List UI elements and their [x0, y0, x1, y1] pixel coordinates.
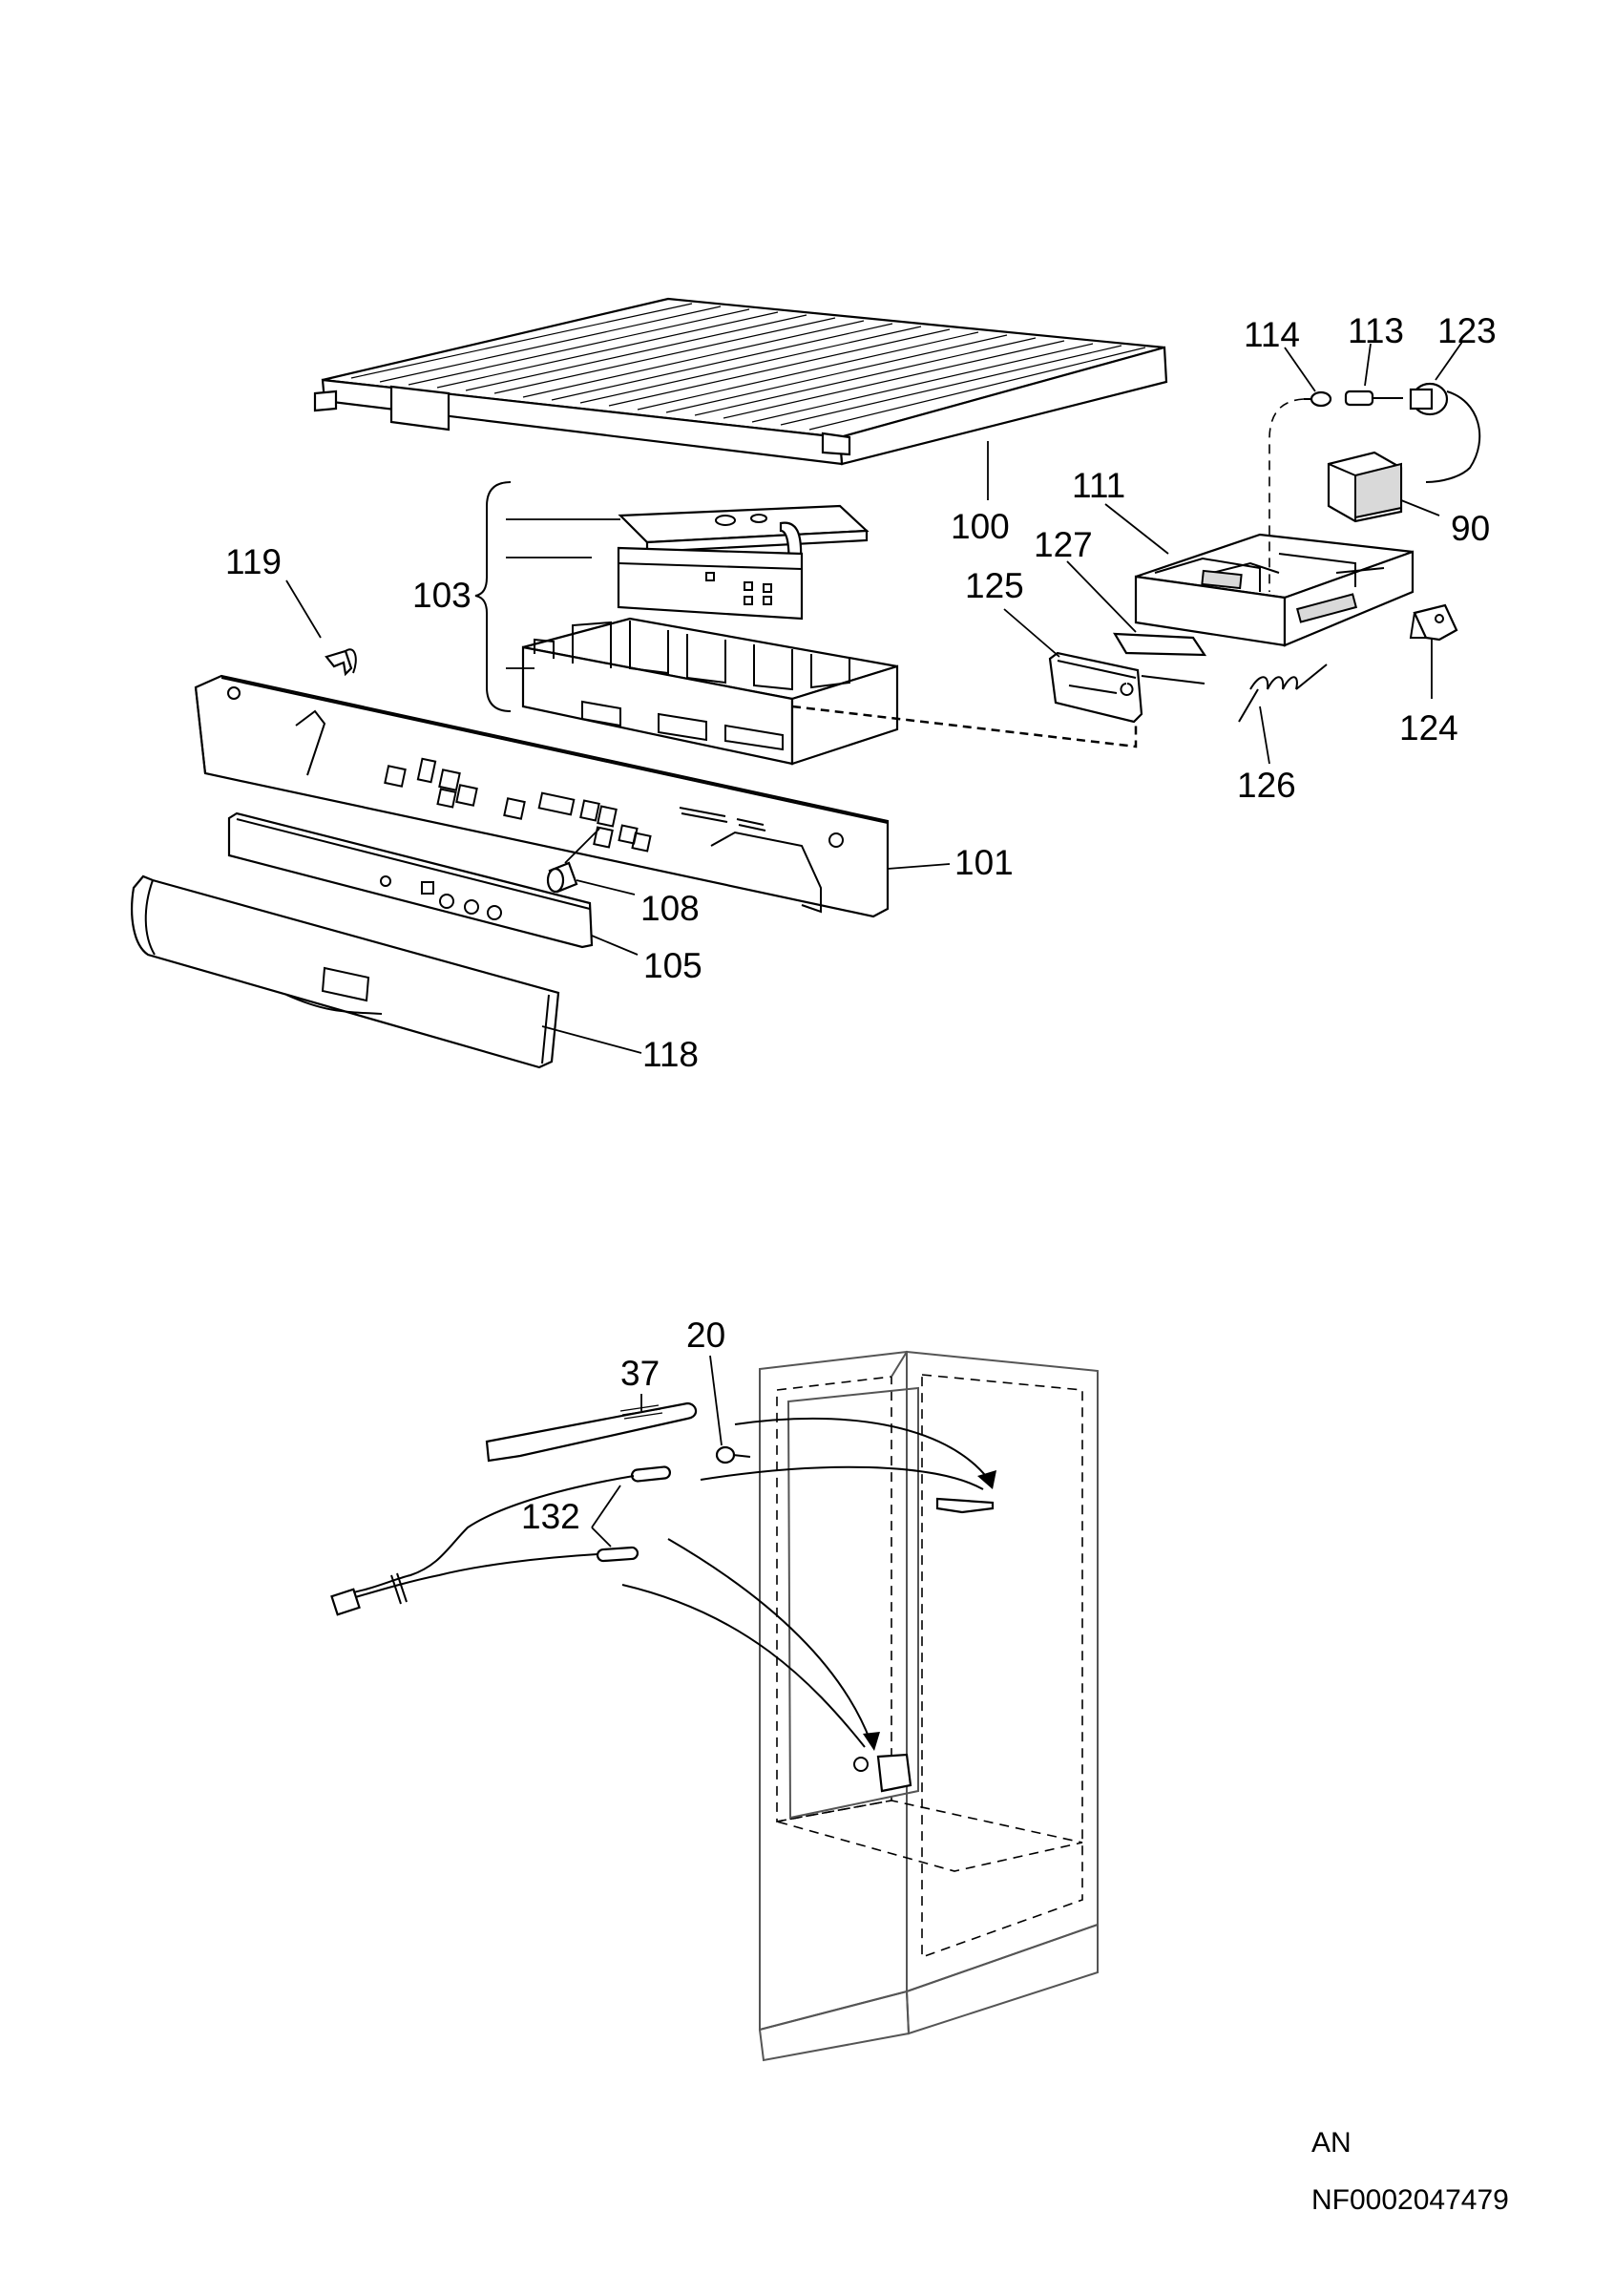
part-119-clip — [285, 579, 357, 677]
callout-127: 127 — [1034, 525, 1093, 564]
part-118-front-cover — [131, 874, 642, 1069]
part-90-transformer — [1327, 451, 1440, 523]
part-108-knob — [546, 828, 636, 895]
part-103-control-housing — [474, 481, 899, 766]
callout-113: 113 — [1348, 311, 1404, 350]
callout-100: 100 — [951, 507, 1010, 546]
part-126-spring — [1238, 664, 1328, 765]
callout-90: 90 — [1451, 509, 1491, 548]
part-132-sensor-cable — [330, 1465, 672, 1616]
part-113-lampholder — [1344, 343, 1403, 407]
callout-119: 119 — [225, 542, 282, 581]
callout-118: 118 — [642, 1035, 699, 1074]
callout-124: 124 — [1399, 708, 1458, 748]
footer-doc-number: NF0002047479 — [1311, 2184, 1509, 2216]
callout-103: 103 — [412, 576, 472, 615]
cabinet-illustration — [758, 1350, 1099, 2062]
callout-111: 111 — [1072, 466, 1126, 505]
part-100-top-cover — [313, 297, 1168, 466]
callout-105: 105 — [643, 946, 702, 985]
part-123-socket — [1409, 341, 1481, 483]
callout-20: 20 — [686, 1316, 726, 1355]
callout-125: 125 — [965, 566, 1024, 605]
dashed-wire-113-111 — [1268, 398, 1305, 592]
callout-132: 132 — [521, 1497, 580, 1536]
callout-108: 108 — [640, 889, 700, 928]
callout-114: 114 — [1244, 315, 1300, 354]
dashed-connection-103-125 — [791, 705, 1138, 748]
part-127-switch — [1066, 560, 1207, 657]
callout-126: 126 — [1237, 766, 1296, 805]
callout-37: 37 — [620, 1354, 660, 1393]
callout-123: 123 — [1437, 311, 1497, 350]
part-114-lamp — [1284, 347, 1332, 408]
part-101-front-panel — [194, 674, 951, 918]
part-125-switch-cover — [1003, 608, 1205, 724]
part-37-thermostat-holder — [485, 1394, 698, 1463]
callout-101: 101 — [954, 843, 1014, 882]
assembly-arrows — [621, 1417, 996, 1751]
part-20-screw — [709, 1355, 751, 1464]
part-124-hinge — [1409, 603, 1458, 699]
footer-code: AN — [1311, 2127, 1352, 2159]
part-111-lamp-housing — [1104, 503, 1415, 647]
part-105-fascia — [227, 811, 639, 956]
